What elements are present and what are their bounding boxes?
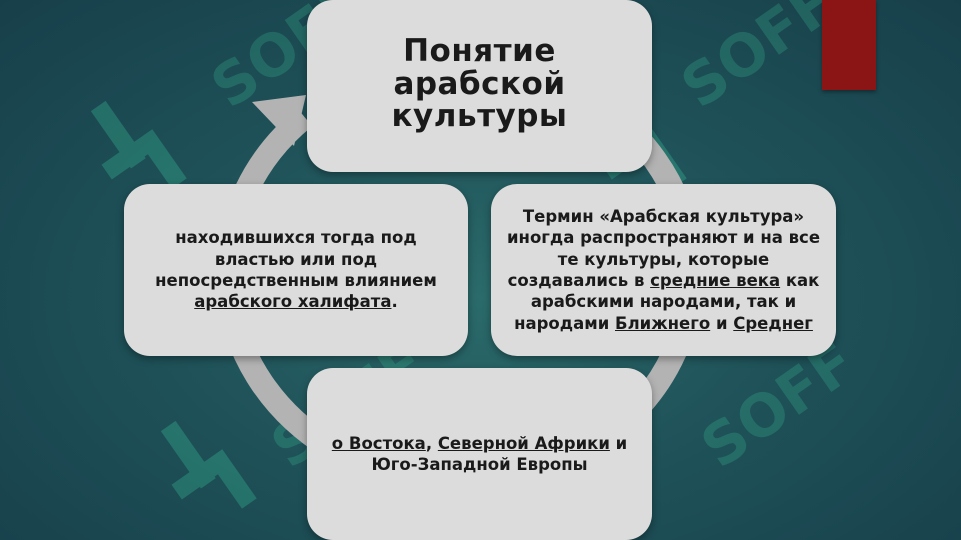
right-text-3: и bbox=[710, 313, 734, 333]
page-title: Понятие арабской культуры bbox=[391, 33, 568, 135]
left-text-2: . bbox=[391, 292, 398, 312]
bottom-text-1: , bbox=[425, 433, 438, 453]
link-middle-ages[interactable]: средние века bbox=[650, 271, 781, 290]
link-near-east[interactable]: Ближнего bbox=[615, 313, 711, 333]
link-north-africa[interactable]: Северной Африки bbox=[437, 433, 610, 453]
right-text-box: Термин «Арабская культура» иногда распро… bbox=[491, 184, 836, 356]
right-text-2: как арабскими народами, так и народами bbox=[514, 271, 820, 333]
link-middle-east-part1[interactable]: Среднег bbox=[733, 313, 813, 333]
bottom-text-box: о Востока, Северной Африки и Юго-Западно… bbox=[307, 368, 652, 540]
right-text-1: Термин «Арабская культура» иногда распро… bbox=[506, 206, 821, 290]
accent-bar bbox=[822, 0, 876, 90]
cycle-arrowhead bbox=[252, 95, 306, 146]
title-box: Понятие арабской культуры bbox=[307, 0, 652, 172]
link-arab-caliphate[interactable]: арабского халифата bbox=[194, 292, 392, 312]
link-middle-east-part2[interactable]: о Востока bbox=[331, 433, 426, 453]
left-text-1: находившихся тогда под властью или под н… bbox=[155, 228, 437, 290]
bottom-text-2: и Юго-Западной Европы bbox=[371, 433, 628, 474]
right-box-text: Термин «Арабская культура» иногда распро… bbox=[505, 206, 822, 335]
bottom-box-text: о Востока, Северной Африки и Юго-Западно… bbox=[321, 433, 638, 476]
left-text-box: находившихся тогда под властью или под н… bbox=[124, 184, 468, 356]
left-box-text: находившихся тогда под властью или под н… bbox=[146, 227, 446, 313]
